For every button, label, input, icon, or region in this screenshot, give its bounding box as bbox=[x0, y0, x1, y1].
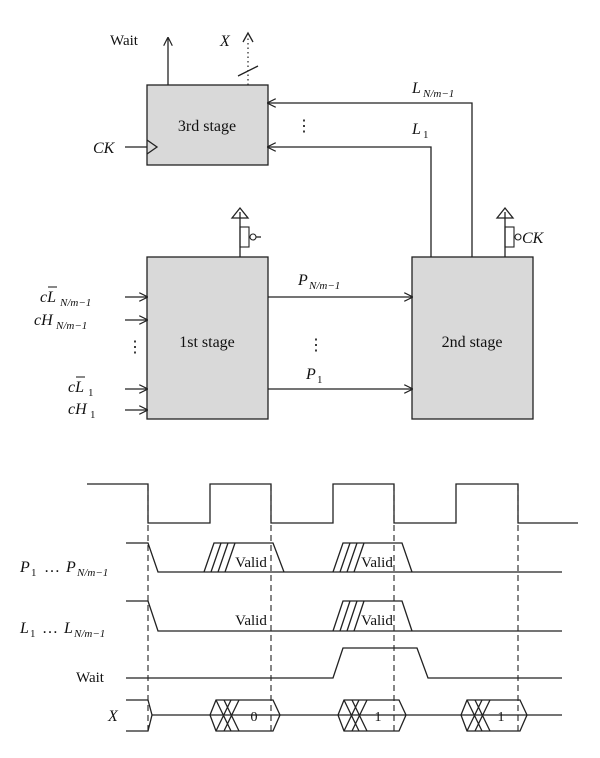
svg-text:P: P bbox=[297, 272, 308, 289]
stage1-label: 1st stage bbox=[179, 334, 235, 351]
svg-text:cH: cH bbox=[68, 401, 88, 418]
stage2-ck-label: CK bbox=[522, 230, 545, 247]
L-baseline-waveform bbox=[126, 600, 562, 632]
P-one-label: P 1 bbox=[305, 366, 323, 386]
svg-text:1: 1 bbox=[88, 387, 94, 399]
stage2-inv-bubble bbox=[514, 233, 522, 241]
cH-top-input-label: cH N/m−1 bbox=[34, 312, 87, 332]
svg-text:N/m−1: N/m−1 bbox=[308, 280, 340, 292]
P-baseline-waveform bbox=[126, 542, 562, 573]
svg-text:…: … bbox=[44, 559, 60, 576]
input-vertical-ellipsis: ⋮ bbox=[127, 339, 143, 356]
L-top-feedback-arrow bbox=[268, 103, 473, 257]
svg-text:P: P bbox=[305, 366, 316, 383]
stage1-box bbox=[146, 256, 269, 420]
x-window-1: 0 bbox=[209, 699, 281, 732]
x-window-2: 1 bbox=[337, 699, 407, 732]
svg-text:N/m−1: N/m−1 bbox=[73, 628, 105, 640]
svg-text:cL: cL bbox=[40, 289, 56, 306]
L-top-label: L N/m−1 bbox=[411, 80, 454, 100]
stage3-label: 3rd stage bbox=[178, 118, 236, 135]
svg-text:P: P bbox=[65, 559, 76, 576]
svg-text:Valid: Valid bbox=[361, 555, 393, 571]
wait-output-label: Wait bbox=[110, 33, 139, 49]
x-window-3: 1 bbox=[460, 699, 528, 732]
P-valid-window-1: Valid bbox=[203, 542, 285, 573]
svg-text:Valid: Valid bbox=[361, 613, 393, 629]
L-one-label: L 1 bbox=[411, 121, 429, 141]
L-valid-window-2: Valid bbox=[332, 600, 413, 632]
stage3-clock-triangle bbox=[146, 139, 159, 155]
svg-text:L: L bbox=[19, 620, 29, 637]
x-output-arrowhead bbox=[242, 31, 254, 43]
svg-text:L: L bbox=[411, 80, 421, 97]
stage3-ck-label: CK bbox=[93, 140, 116, 157]
svg-text:0: 0 bbox=[251, 710, 258, 725]
svg-text:N/m−1: N/m−1 bbox=[59, 297, 91, 309]
x-row-label: X bbox=[107, 708, 119, 725]
cH-one-input-label: cH 1 bbox=[68, 401, 96, 421]
P-vertical-ellipsis: ⋮ bbox=[308, 337, 324, 354]
wait-row-label: Wait bbox=[76, 670, 105, 686]
svg-text:N/m−1: N/m−1 bbox=[55, 320, 87, 332]
L-vertical-ellipsis: ⋮ bbox=[296, 118, 312, 135]
x-bus-slash bbox=[237, 65, 259, 77]
svg-text:1: 1 bbox=[317, 374, 323, 386]
svg-text:Valid: Valid bbox=[235, 555, 267, 571]
svg-text:…: … bbox=[42, 620, 58, 637]
svg-text:1: 1 bbox=[90, 409, 96, 421]
stage1-inv-bubble bbox=[249, 233, 257, 241]
stage1-switch-box bbox=[239, 226, 250, 248]
L-valid-text-1: Valid bbox=[235, 613, 267, 629]
stage2-switch-box bbox=[504, 226, 515, 248]
svg-text:1: 1 bbox=[498, 710, 505, 725]
cL-one-input-label: cL 1 bbox=[68, 376, 94, 399]
clock-waveform bbox=[87, 483, 578, 524]
P-valid-window-2: Valid bbox=[332, 542, 413, 573]
svg-text:1: 1 bbox=[375, 710, 382, 725]
x-output-label: X bbox=[219, 33, 231, 50]
stage2-label: 2nd stage bbox=[442, 334, 503, 351]
svg-text:P: P bbox=[19, 559, 30, 576]
svg-text:N/m−1: N/m−1 bbox=[422, 88, 454, 100]
P-row-label: P 1 … P N/m−1 bbox=[19, 559, 108, 579]
svg-text:L: L bbox=[411, 121, 421, 138]
svg-text:L: L bbox=[63, 620, 73, 637]
P-top-label: P N/m−1 bbox=[297, 272, 340, 292]
svg-text:cH: cH bbox=[34, 312, 54, 329]
wait-waveform bbox=[126, 647, 562, 679]
svg-text:cL: cL bbox=[68, 379, 84, 396]
svg-text:N/m−1: N/m−1 bbox=[76, 567, 108, 579]
stage1-supply-icon bbox=[230, 206, 250, 219]
L-one-feedback-arrow bbox=[268, 147, 432, 257]
cL-top-input-label: cL N/m−1 bbox=[40, 286, 91, 309]
svg-text:1: 1 bbox=[31, 567, 37, 579]
svg-text:1: 1 bbox=[423, 129, 429, 141]
stage3-box bbox=[146, 84, 269, 166]
L-row-label: L 1 … L N/m−1 bbox=[19, 620, 105, 640]
svg-text:1: 1 bbox=[30, 628, 36, 640]
stage2-box bbox=[411, 256, 534, 420]
stage2-supply-icon bbox=[495, 206, 515, 219]
